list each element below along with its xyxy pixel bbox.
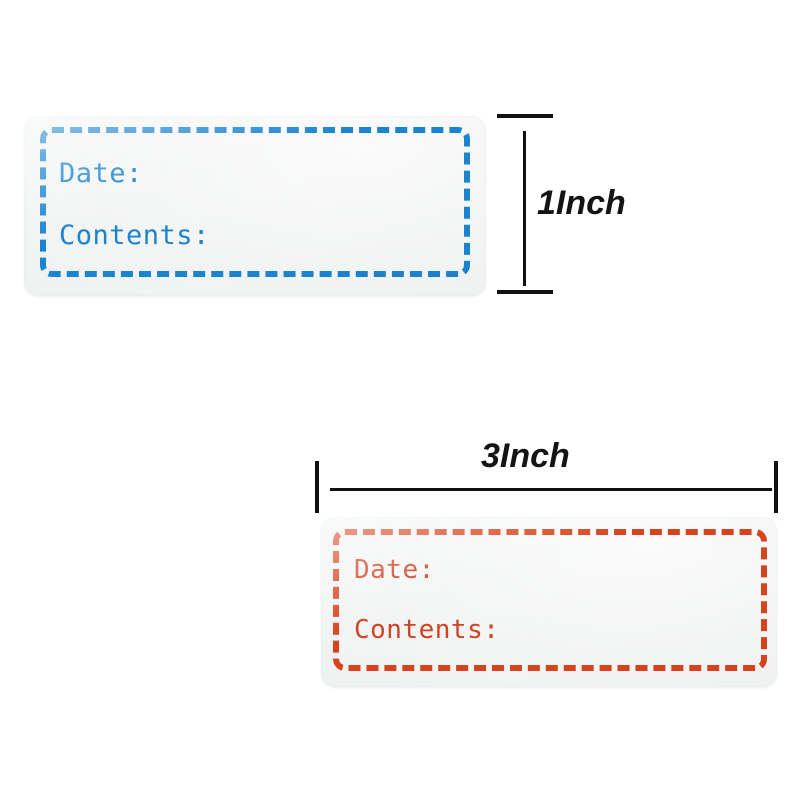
red-label-date-field: Date: — [354, 555, 435, 585]
width-dimension-line — [330, 488, 772, 491]
height-dimension-label: 1Inch — [537, 184, 626, 222]
width-dimension-left-cap — [315, 461, 319, 513]
height-dimension-top-cap — [497, 114, 553, 118]
height-dimension-line — [523, 131, 526, 286]
width-dimension-label: 3Inch — [481, 437, 570, 475]
height-dimension-bottom-cap — [497, 290, 553, 294]
width-dimension-right-cap — [774, 461, 778, 513]
blue-label-date-field: Date: — [59, 158, 143, 189]
red-label-contents-field: Contents: — [354, 615, 500, 645]
blue-label-contents-field: Contents: — [59, 220, 210, 251]
blue-label-card: Date: Contents: — [24, 116, 486, 296]
red-label-card: Date: Contents: — [321, 517, 777, 687]
blue-label-dashed-border — [40, 127, 470, 277]
red-label-dashed-border — [333, 529, 767, 671]
